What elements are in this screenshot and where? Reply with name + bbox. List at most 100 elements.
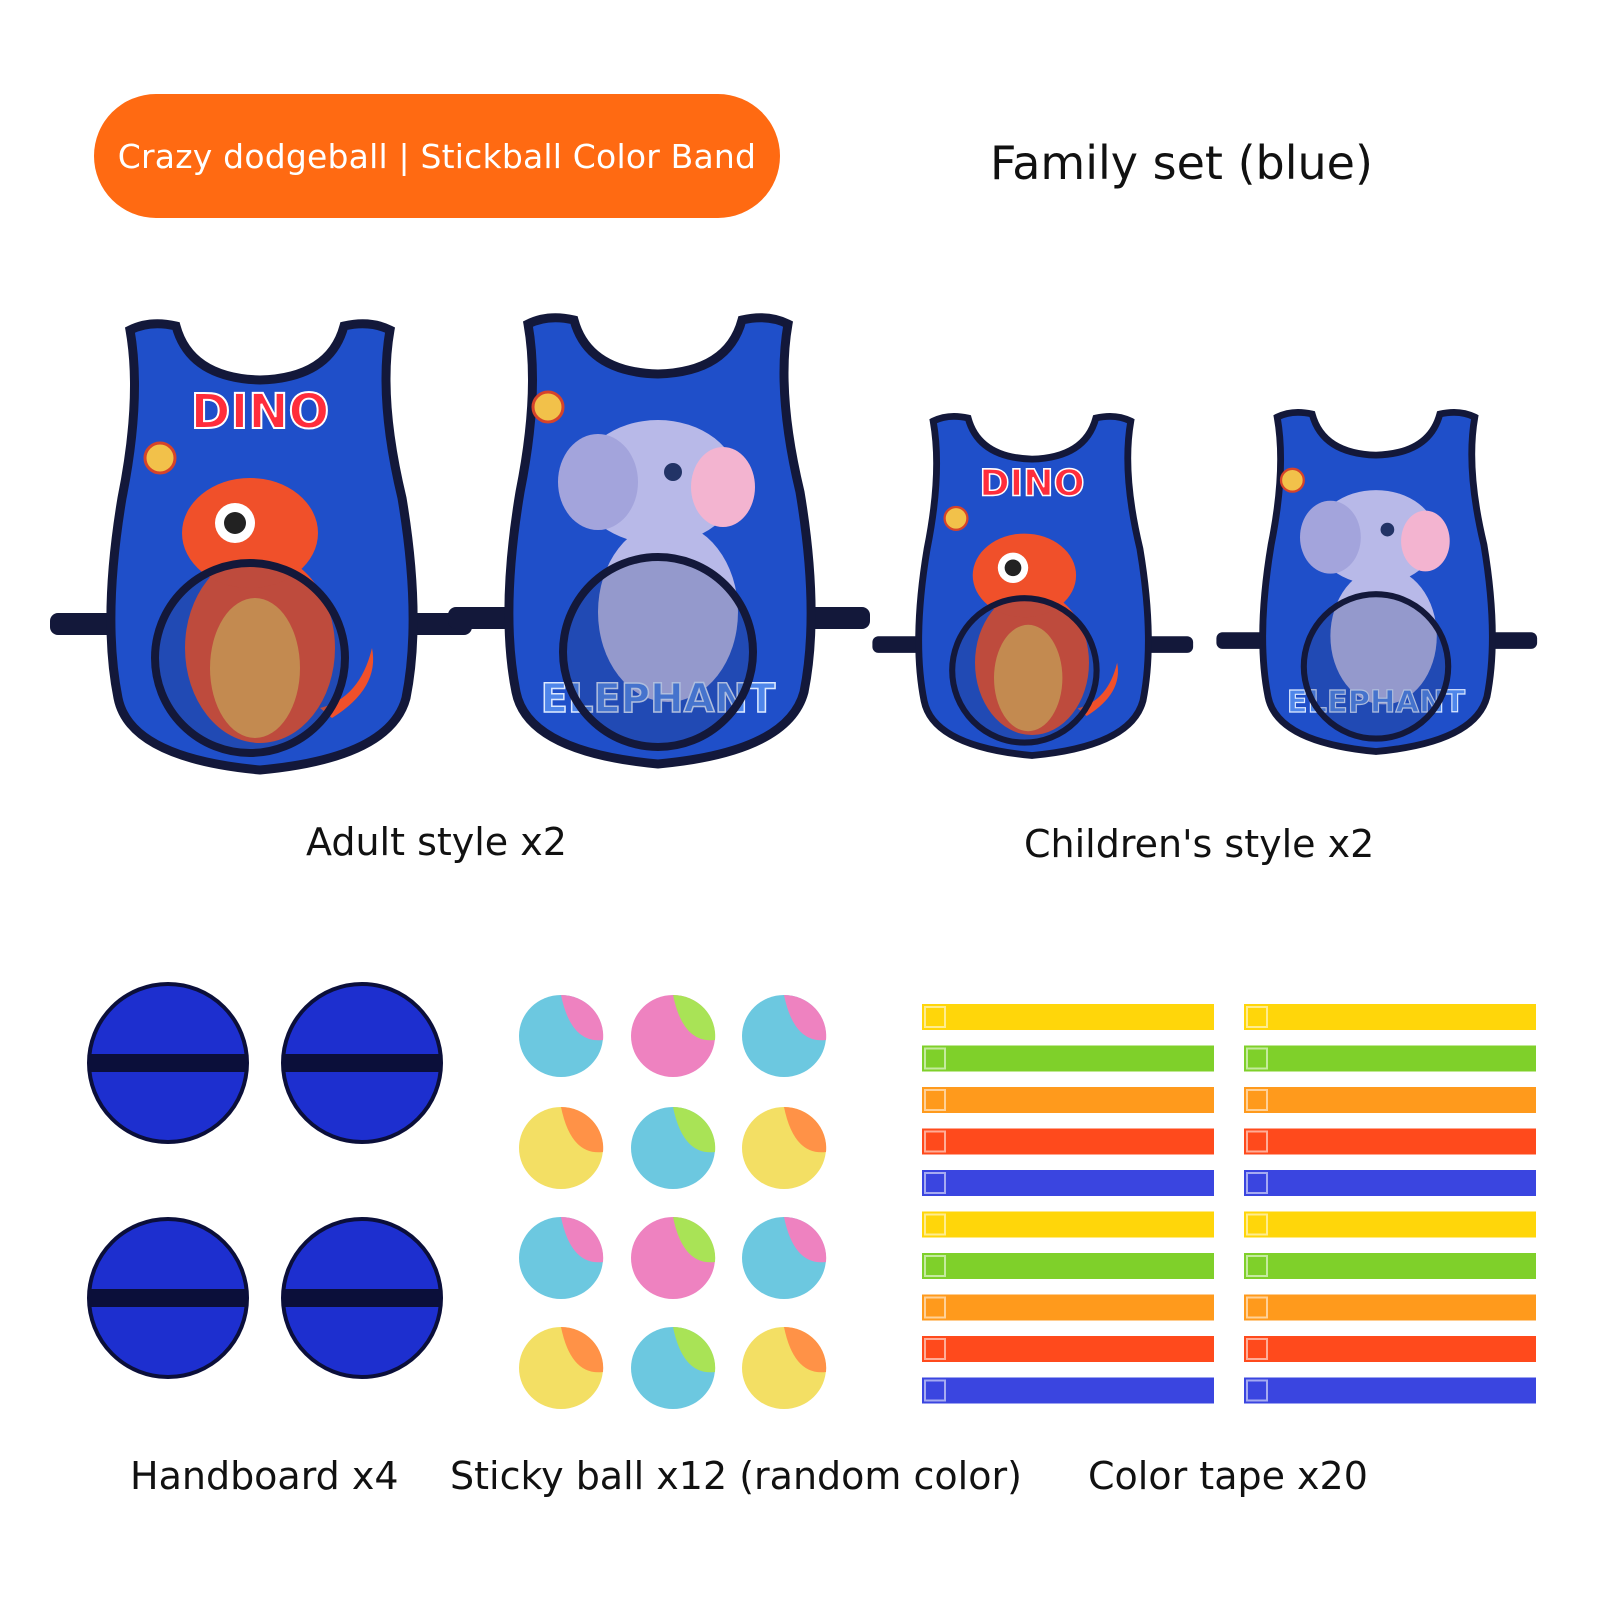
sticky-ball-12	[742, 1326, 827, 1409]
tape-strip	[922, 1004, 1214, 1030]
caption-childrens-style: Children's style x2	[1024, 822, 1375, 866]
family-set-heading: Family set (blue)	[990, 136, 1373, 190]
sticky-ball-3	[742, 994, 827, 1077]
handboards-group	[87, 982, 443, 1379]
tape-velcro-tab	[1246, 1172, 1268, 1194]
caption-color-tape: Color tape x20	[1088, 1454, 1368, 1498]
tape-velcro-tab	[1246, 1338, 1268, 1360]
ball-patch	[673, 994, 716, 1041]
sticky-ball-4	[519, 1106, 604, 1189]
tape-strip	[1244, 1128, 1536, 1155]
ball-patch	[673, 1326, 716, 1373]
target-mesh-circle	[151, 559, 349, 757]
target-mesh-circle	[559, 553, 757, 751]
tape-strip	[922, 1211, 1214, 1238]
elephant-ear-inner	[691, 447, 755, 527]
decorative-ball	[1279, 467, 1305, 493]
vests-group: DINOELEPHANTDINOELEPHANT	[50, 313, 1538, 775]
tape-velcro-tab	[1246, 1130, 1268, 1153]
handboard-strap	[284, 1289, 440, 1307]
elephant-ear-inner	[1401, 510, 1450, 572]
sticky-ball-1	[519, 994, 604, 1077]
color-tape-3	[922, 1087, 1214, 1113]
tape-velcro-tab	[1246, 1047, 1268, 1070]
color-tape-20	[1244, 1377, 1536, 1404]
color-tape-19	[1244, 1336, 1536, 1362]
tape-strip	[922, 1128, 1214, 1155]
tape-strip	[922, 1377, 1214, 1404]
color-tape-14	[1244, 1128, 1536, 1155]
handboard-3	[87, 1217, 249, 1379]
dino-belly	[994, 624, 1063, 732]
ball-patch	[561, 994, 604, 1041]
tape-velcro-tab	[924, 1130, 946, 1153]
tape-strip	[1244, 1170, 1536, 1196]
color-tape-13	[1244, 1087, 1536, 1113]
handboard-1	[87, 982, 249, 1144]
color-tape-18	[1244, 1294, 1536, 1321]
sticky-ball-9	[742, 1216, 827, 1299]
tape-velcro-tab	[924, 1379, 946, 1402]
color-tape-1	[922, 1004, 1214, 1030]
tape-velcro-tab	[924, 1172, 946, 1194]
tape-strip	[922, 1170, 1214, 1196]
vest-4: ELEPHANT	[1216, 408, 1538, 755]
tape-velcro-tab	[1246, 1089, 1268, 1111]
color-tape-10	[922, 1377, 1214, 1404]
caption-adult-style: Adult style x2	[306, 820, 567, 864]
tape-velcro-tab	[1246, 1006, 1268, 1028]
decorative-ball	[531, 390, 565, 424]
tape-strip	[1244, 1377, 1536, 1404]
tape-strip	[922, 1336, 1214, 1362]
ball-patch	[561, 1106, 604, 1153]
color-tape-8	[922, 1294, 1214, 1321]
ball-patch	[561, 1326, 604, 1373]
handboard-4	[281, 1217, 443, 1379]
vest-print-dino: DINO	[979, 462, 1084, 505]
tape-velcro-tab	[1246, 1296, 1268, 1319]
sticky-ball-11	[631, 1326, 716, 1409]
tape-velcro-tab	[1246, 1255, 1268, 1277]
tape-strip	[1244, 1045, 1536, 1072]
tape-strip	[922, 1253, 1214, 1279]
color-tape-17	[1244, 1253, 1536, 1279]
color-tape-9	[922, 1336, 1214, 1362]
tape-strip	[922, 1087, 1214, 1113]
tape-strip	[922, 1045, 1214, 1072]
title-banner: Crazy dodgeball | Stickball Color Band	[94, 94, 780, 218]
ball-patch	[784, 1106, 827, 1153]
tape-strip	[1244, 1253, 1536, 1279]
handboard-strap	[90, 1054, 246, 1072]
ball-patch	[673, 1216, 716, 1263]
color-tape-11	[1244, 1004, 1536, 1030]
banner-label: Crazy dodgeball | Stickball Color Band	[117, 136, 757, 176]
elephant-ear	[1300, 500, 1361, 574]
sticky-ball-2	[631, 994, 716, 1077]
sticky-ball-7	[519, 1216, 604, 1299]
tape-strip	[1244, 1211, 1536, 1238]
elephant-eye	[1380, 522, 1395, 537]
ball-patch	[561, 1216, 604, 1263]
sticky-balls-group	[519, 994, 827, 1409]
color-tapes-group	[922, 1004, 1536, 1404]
tape-strip	[922, 1294, 1214, 1321]
tape-strip	[1244, 1294, 1536, 1321]
tape-velcro-tab	[924, 1213, 946, 1236]
sticky-ball-10	[519, 1326, 604, 1409]
ball-patch	[673, 1106, 716, 1153]
tape-strip	[1244, 1087, 1536, 1113]
tape-velcro-tab	[924, 1047, 946, 1070]
tape-velcro-tab	[924, 1255, 946, 1277]
tape-velcro-tab	[924, 1089, 946, 1111]
vest-1: DINO	[50, 319, 472, 775]
vest-print-elephant: ELEPHANT	[1287, 685, 1466, 720]
tape-velcro-tab	[1246, 1379, 1268, 1402]
color-tape-15	[1244, 1170, 1536, 1196]
sticky-ball-5	[631, 1106, 716, 1189]
color-tape-5	[922, 1170, 1214, 1196]
dino-pupil	[1004, 559, 1022, 577]
decorative-ball	[943, 505, 969, 531]
tape-strip	[1244, 1004, 1536, 1030]
sticky-ball-8	[631, 1216, 716, 1299]
handboard-2	[281, 982, 443, 1144]
